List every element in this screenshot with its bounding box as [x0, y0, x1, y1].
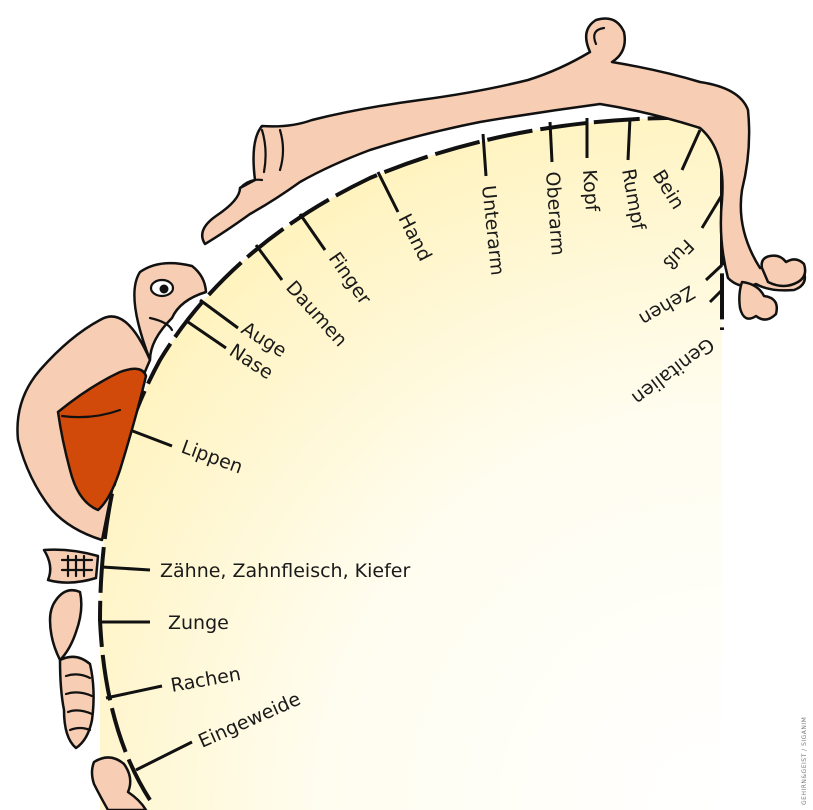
teeth-icon	[44, 550, 98, 583]
image-credit: GEHIRN&GEIST / SIGANIM	[801, 717, 808, 805]
pharynx	[60, 657, 94, 748]
tongue	[50, 590, 81, 660]
pupil	[160, 285, 169, 294]
label-zaehne: Zähne, Zahnfleisch, Kiefer	[160, 560, 410, 582]
label-kopf: Kopf	[578, 169, 603, 214]
toes	[762, 256, 805, 286]
label-zunge: Zunge	[168, 612, 229, 634]
